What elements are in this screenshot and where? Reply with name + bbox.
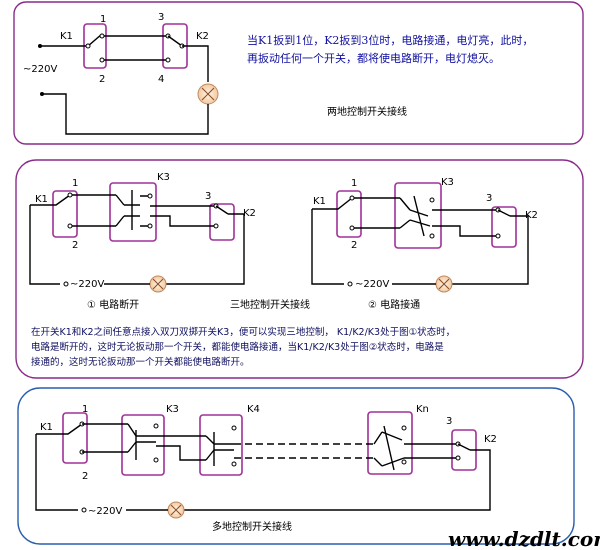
voltage-right: ~220V: [355, 279, 389, 290]
label-k1-multi: K1: [40, 422, 53, 433]
label-k2-multi: K2: [484, 434, 497, 445]
caption-center: 三地控制开关接线: [230, 298, 310, 311]
voltage-left: ~220V: [70, 279, 104, 290]
label-k1-left: K1: [35, 194, 48, 205]
caption-multi: 多地控制开关接线: [212, 520, 292, 533]
label-k2-left: K2: [243, 208, 256, 219]
desc-line-3: 接通的，这时无论扳动那一个开关都能使电路断开。: [31, 356, 250, 368]
terminal-2-multi: 2: [82, 471, 88, 482]
diagram-left-open: K1 1 2 K3 3 K2 ~220V ① 电路断开: [29, 172, 256, 311]
terminal-2-right: 2: [351, 240, 357, 251]
note-line-1: 当K1扳到1位，K2扳到3位时，电路接通，电灯亮，此时，: [247, 33, 533, 47]
label-k1: K1: [60, 31, 73, 42]
terminal-3-left: 3: [205, 191, 211, 202]
terminal-2: 2: [99, 74, 105, 85]
terminal-1: 1: [100, 14, 106, 25]
watermark: www.dzdlt.com: [448, 527, 600, 550]
desc-line-1: 在开关K1和K2之间任意点接入双刀双掷开关K3，便可以实现三地控制， K1/K2…: [31, 326, 455, 338]
note-line-2: 再扳动任何一个开关，都将使电路断开，电灯熄灭。: [247, 51, 500, 65]
panel-three-way-control: K1 1 2 K3 3 K2 ~220V ① 电路断开: [15, 159, 584, 379]
terminal-3: 3: [158, 12, 164, 23]
terminal-3-multi: 3: [446, 416, 452, 427]
label-kn-multi: Kn: [416, 404, 429, 415]
label-k3-right: K3: [441, 177, 454, 188]
voltage-multi: ~220V: [88, 506, 122, 517]
terminal-1-multi: 1: [82, 404, 88, 415]
caption-panel1: 两地控制开关接线: [327, 105, 407, 118]
panel-multi-way-control: K1 1 2 K3 K4 Kn 3 K2 ~220V 多地控制开关接线: [17, 387, 575, 545]
terminal-2-left: 2: [72, 240, 78, 251]
diagram-right-closed: K1 1 2 K3 3 K2 ~220V ② 电路接通: [311, 177, 538, 311]
label-k1-right: K1: [313, 196, 326, 207]
desc-line-2: 电路是断开的，这时无论扳动那一个开关，都能使电路接通，当K1/K2/K3处于图②…: [31, 341, 444, 353]
label-k3-left: K3: [157, 172, 170, 183]
label-k4-multi: K4: [247, 404, 260, 415]
caption-right: ② 电路接通: [368, 298, 420, 311]
voltage-label: ~220V: [23, 64, 57, 75]
label-k2: K2: [196, 31, 209, 42]
terminal-1-left: 1: [72, 178, 78, 189]
label-k2-right: K2: [525, 210, 538, 221]
caption-left: ① 电路断开: [87, 298, 139, 311]
label-k3-multi: K3: [166, 404, 179, 415]
terminal-1-right: 1: [351, 178, 357, 189]
terminal-4: 4: [158, 74, 164, 85]
terminal-3-right: 3: [486, 193, 492, 204]
panel-two-way-control: K1 1 2 3 4 K2 ~220V 当K1扳到1位，K2扳到3位时，电路接通…: [13, 1, 584, 145]
